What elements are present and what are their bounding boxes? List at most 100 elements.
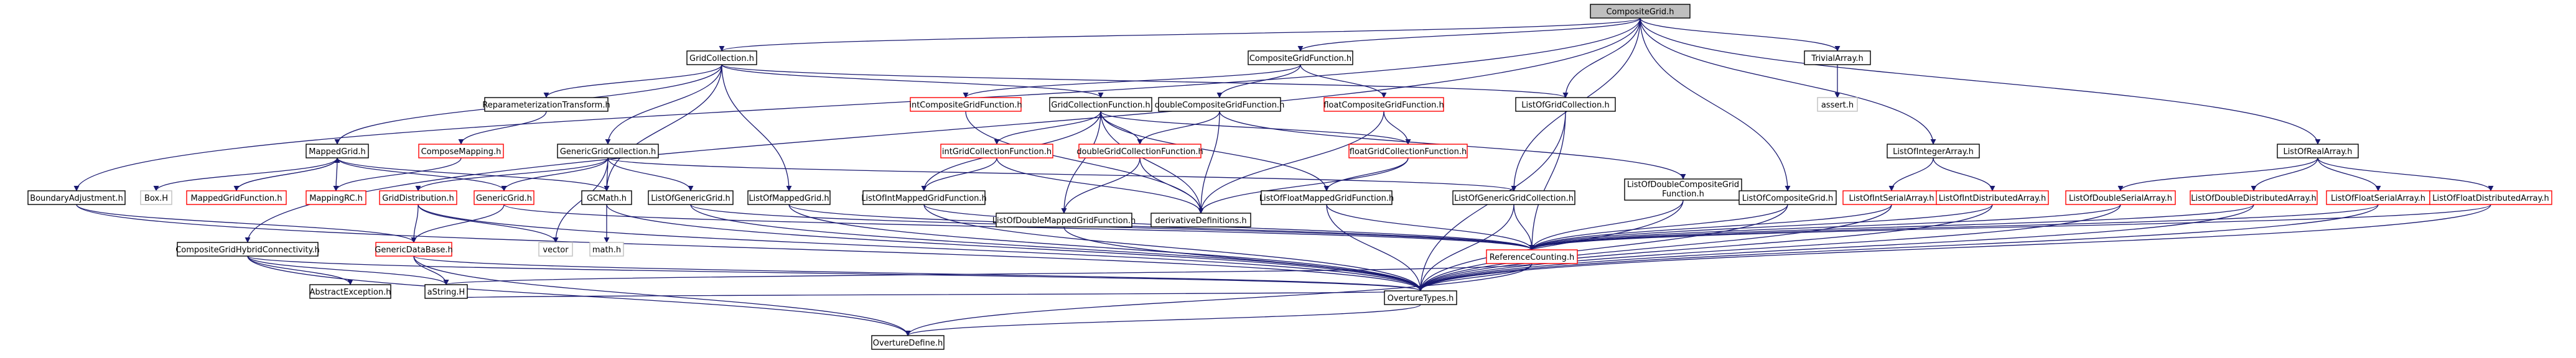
- node-listofgenericgrid-h[interactable]: ListOfGenericGrid.h: [648, 190, 734, 205]
- node-label: TrivialArray.h: [1811, 54, 1863, 63]
- node-gcmath-h[interactable]: GCMath.h: [581, 190, 632, 205]
- node-box: [2277, 144, 2359, 158]
- node-genericdatabase-h[interactable]: GenericDataBase.h: [375, 242, 453, 257]
- node-box-h[interactable]: Box.H: [140, 190, 172, 205]
- node-label: intGridCollectionFunction.h: [942, 147, 1052, 157]
- node-label: CompositeGrid.h: [1606, 7, 1674, 17]
- node-trivialarray-h[interactable]: TrivialArray.h: [1804, 50, 1871, 65]
- edge-compositegrid-h-to-listofrealarray-h: [1640, 17, 2321, 145]
- node-boundaryadjustment-h[interactable]: BoundaryAdjustment.h: [27, 190, 126, 205]
- node-box: [871, 335, 945, 350]
- node-abstractexception-h[interactable]: AbstractException.h: [309, 284, 391, 299]
- node-listofintdistributedarray-h[interactable]: ListOfIntDistributedArray.h: [1936, 190, 2049, 205]
- node-box: [538, 242, 573, 257]
- edge-compositegridfunction-h-to-floatcompositegridfunction-h: [1300, 64, 1387, 98]
- node-box: [1515, 97, 1616, 112]
- edge-gridcollection-h-to-gridcollectionfunction-h: [721, 64, 1104, 98]
- node-listoffloatdistributedarray-h[interactable]: ListOfFloatDistributedArray.h: [2429, 190, 2552, 205]
- node-derivativedefinitions-h[interactable]: derivativeDefinitions.h: [1150, 213, 1251, 227]
- edge-floatcompositegridfunction-h-to-derivativedefinitions-h: [1198, 111, 1384, 214]
- node-box: [2429, 190, 2552, 205]
- node-box: [2065, 190, 2176, 205]
- node-listofintserialarray-h[interactable]: ListOfIntSerialArray.h: [1842, 190, 1941, 205]
- node-math-h[interactable]: math.h: [589, 242, 624, 257]
- node-label: ComposeMapping.h: [421, 147, 502, 157]
- edge-listofmappedgrid-h-to-overturetypes-h: [788, 204, 1424, 291]
- node-box: [1738, 190, 1837, 205]
- node-label: ListOfDoubleDistributedArray.h: [2191, 194, 2316, 203]
- node-doublegridcollectionfunction-h[interactable]: doubleGridCollectionFunction.h: [1076, 144, 1203, 158]
- edge-listoffloatserialarray-h-to-referencecounting-h: [1529, 204, 2379, 250]
- node-listofmappedgrid-h[interactable]: ListOfMappedGrid.h: [747, 190, 831, 205]
- node-intcompositegridfunction-h[interactable]: intCompositeGridFunction.h: [909, 97, 1022, 112]
- node-label: MappingRC.h: [309, 194, 363, 203]
- node-box: [1323, 97, 1444, 112]
- node-label: CompositeGridHybridConnectivity.h: [175, 246, 320, 255]
- node-box: [418, 144, 504, 158]
- node-doublecompositegridfunction-h[interactable]: doubleCompositeGridFunction.h: [1155, 97, 1285, 112]
- edge-composemapping-h-to-mappingrc-h: [333, 157, 462, 191]
- edge-listofcompositegrid-h-to-referencecounting-h: [1529, 204, 1788, 250]
- node-mappedgrid-h[interactable]: MappedGrid.h: [306, 144, 369, 158]
- node-gridcollection-h[interactable]: GridCollection.h: [686, 50, 757, 65]
- node-mappingrc-h[interactable]: MappingRC.h: [306, 190, 366, 205]
- node-vector[interactable]: vector: [538, 242, 573, 257]
- edge-listoffloatdistributedarray-h-to-overturetypes-h: [1417, 204, 2491, 291]
- edge-mappedgrid-h-to-mappingrc-h: [333, 157, 339, 191]
- edge-compositegridhybridconnectivity-h-to-astring-h: [247, 255, 449, 285]
- node-label: ListOfIntegerArray.h: [1893, 147, 1974, 157]
- node-box: [557, 144, 659, 158]
- node-listofgenericgridcollection-h[interactable]: ListOfGenericGridCollection.h: [1452, 190, 1575, 205]
- node-assert-h[interactable]: assert.h: [1817, 97, 1858, 112]
- edge-gridcollection-h-to-reparameterizationtransform-h: [543, 64, 722, 98]
- edge-listofdoubledistributedarray-h-to-referencecounting-h: [1529, 204, 2254, 250]
- edge-mappedgridfunction-h-to-mappedgrid-h: [236, 157, 340, 191]
- node-compositegrid-h[interactable]: CompositeGrid.h: [1590, 4, 1691, 19]
- node-label: ListOfCompositeGrid.h: [1742, 194, 1834, 203]
- node-astring-h[interactable]: aString.H: [424, 284, 468, 299]
- edge-listofcompositegrid-h-to-overturetypes-h: [1417, 204, 1788, 291]
- node-listofgridcollection-h[interactable]: ListOfGridCollection.h: [1515, 97, 1616, 112]
- node-label: ListOfGenericGrid.h: [651, 194, 730, 203]
- node-compositegridhybridconnectivity-h[interactable]: CompositeGridHybridConnectivity.h: [175, 242, 320, 257]
- edge-compositegridhybridconnectivity-h-to-overturedefine-h: [247, 255, 911, 336]
- node-listoffloatserialarray-h[interactable]: ListOfFloatSerialArray.h: [2326, 190, 2430, 205]
- node-label: ListOfDoubleCompositeGrid: [1627, 180, 1739, 190]
- node-genericgridcollection-h[interactable]: GenericGridCollection.h: [557, 144, 659, 158]
- dependency-edges: [73, 17, 2494, 336]
- node-genericgrid-h[interactable]: GenericGrid.h: [474, 190, 534, 205]
- node-composemapping-h[interactable]: ComposeMapping.h: [418, 144, 504, 158]
- edge-reparameterizationtransform-h-to-composemapping-h: [458, 111, 547, 145]
- node-floatgridcollectionfunction-h[interactable]: floatGridCollectionFunction.h: [1348, 144, 1468, 158]
- node-box: [1624, 178, 1742, 201]
- edge-listofintmappedgridfunction-h-to-overturetypes-h: [923, 204, 1424, 291]
- node-listofcompositegrid-h[interactable]: ListOfCompositeGrid.h: [1738, 190, 1837, 205]
- node-compositegridfunction-h[interactable]: CompositeGridFunction.h: [1248, 50, 1353, 65]
- node-floatcompositegridfunction-h[interactable]: floatCompositeGridFunction.h: [1323, 97, 1444, 112]
- node-mappedgridfunction-h[interactable]: MappedGridFunction.h: [186, 190, 287, 205]
- node-intgridcollectionfunction-h[interactable]: intGridCollectionFunction.h: [940, 144, 1053, 158]
- node-listofintegerarray-h[interactable]: ListOfIntegerArray.h: [1887, 144, 1980, 158]
- node-listofintmappedgridfunction-h[interactable]: ListOfIntMappedGridFunction.h: [861, 190, 987, 205]
- node-box: [186, 190, 287, 205]
- node-overturetypes-h[interactable]: OvertureTypes.h: [1384, 290, 1457, 305]
- edge-griddistribution-h-to-overturetypes-h: [418, 204, 1424, 291]
- node-box: [379, 190, 457, 205]
- node-griddistribution-h[interactable]: GridDistribution.h: [379, 190, 457, 205]
- node-listoffloatmappedgridfunction-h[interactable]: ListOfFloatMappedGridFunction.h: [1259, 190, 1394, 205]
- node-box: [1261, 190, 1393, 205]
- node-listofrealarray-h[interactable]: ListOfRealArray.h: [2277, 144, 2359, 158]
- node-overturedefine-h[interactable]: OvertureDefine.h: [871, 335, 945, 350]
- node-label: ListOfFloatSerialArray.h: [2331, 194, 2425, 203]
- edge-gridcollectionfunction-h-to-floatgridcollectionfunction-h: [1100, 111, 1411, 145]
- node-listofdoubleserialarray-h[interactable]: ListOfDoubleSerialArray.h: [2065, 190, 2176, 205]
- node-label: ListOfGridCollection.h: [1521, 101, 1610, 110]
- node-listofdoubledistributedarray-h[interactable]: ListOfDoubleDistributedArray.h: [2190, 190, 2318, 205]
- node-reparameterizationtransform-h[interactable]: ReparameterizationTransform.h: [482, 97, 610, 112]
- node-gridcollectionfunction-h[interactable]: GridCollectionFunction.h: [1049, 97, 1152, 112]
- node-listofdoublemappedgridfunction-h[interactable]: ListOfDoubleMappedGridFunction.h: [992, 213, 1136, 227]
- edge-mappedgrid-h-to-gcmath-h: [337, 157, 610, 191]
- node-referencecounting-h[interactable]: ReferenceCounting.h: [1486, 249, 1578, 264]
